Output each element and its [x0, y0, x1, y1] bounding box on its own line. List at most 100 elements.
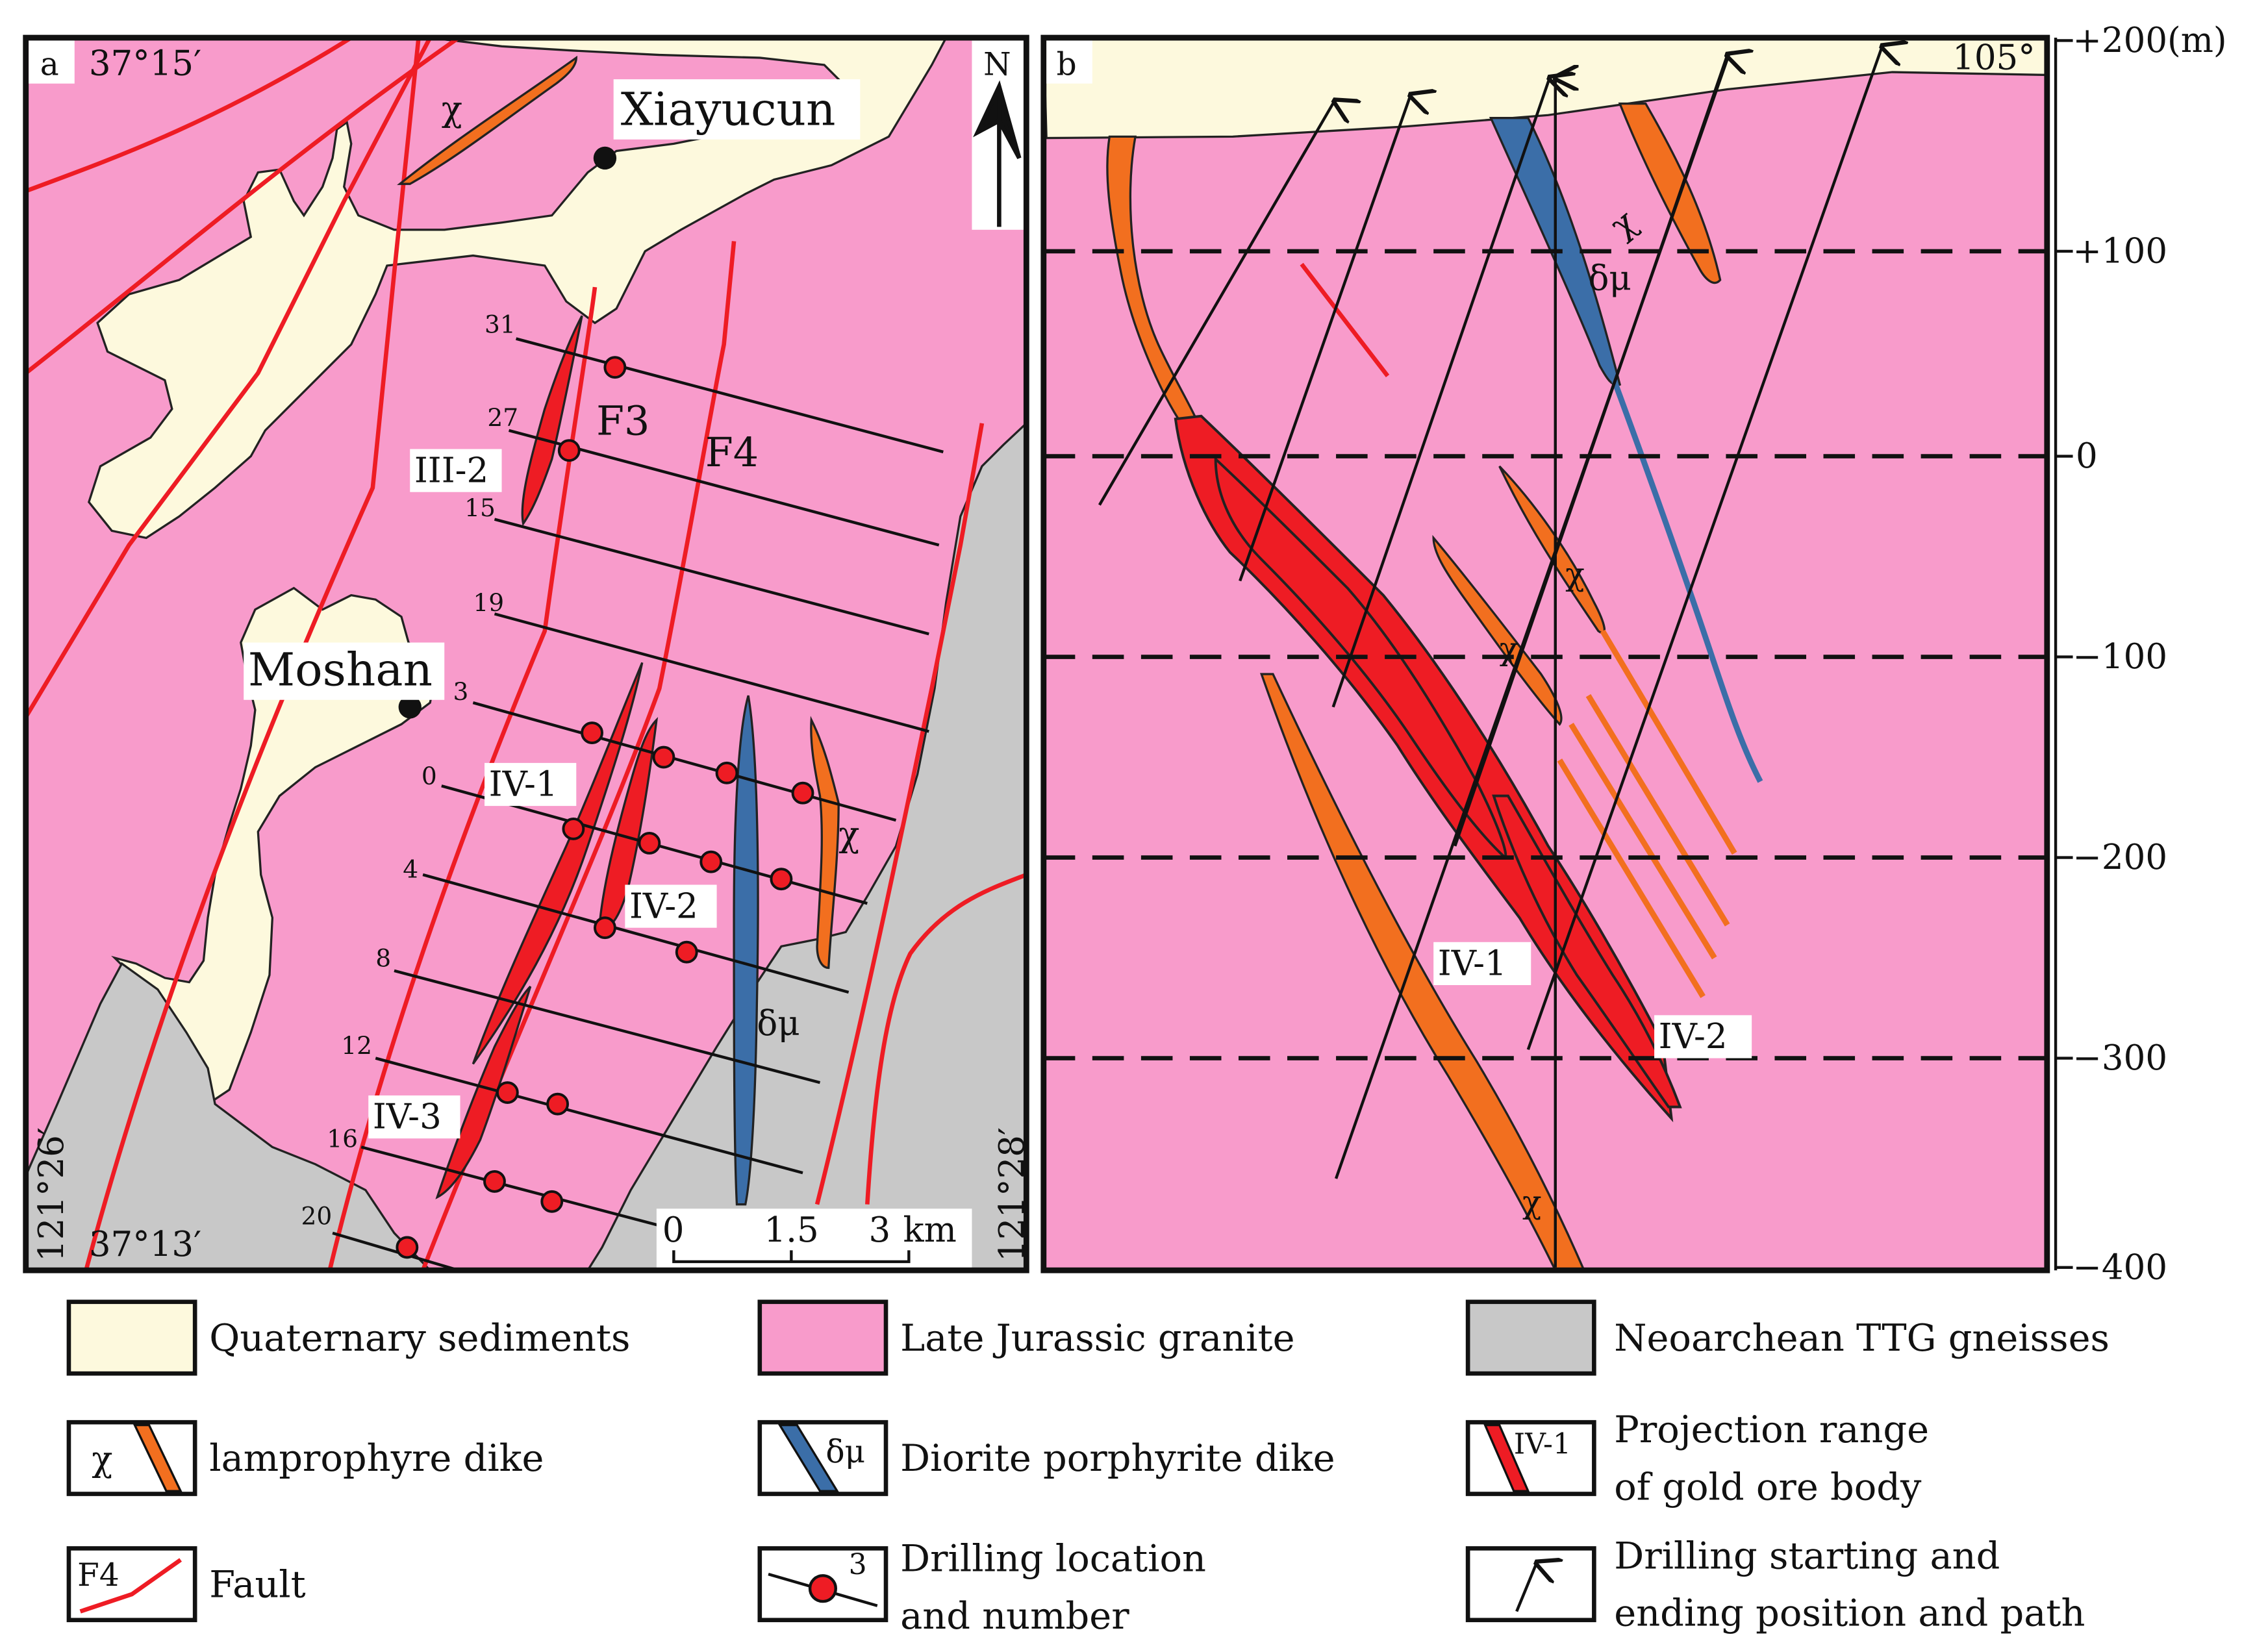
place-label-xiayucun: Xiayucun [621, 82, 836, 136]
lamprophyre-symbol: χ [1565, 557, 1584, 593]
lamprophyre-dike [397, 55, 577, 185]
lamprophyre-symbol: χ [1522, 1184, 1541, 1221]
panel-a-map [25, 38, 1027, 1271]
legend-symbol: χ [92, 1440, 112, 1479]
scale-bar-background [656, 1208, 972, 1270]
diorite-symbol: δμ [1589, 259, 1631, 299]
exploration-lines [332, 337, 944, 1271]
section-azimuth: 105° [1952, 38, 2035, 78]
legend-symbol: IV-1 [1514, 1428, 1571, 1461]
legend-granite: Late Jurassic granite [757, 1299, 1295, 1376]
exploration-line-27 [508, 429, 940, 547]
orebody-iii-2 [521, 315, 583, 527]
north-arrow-icon [973, 80, 1022, 227]
diorite-symbol: δμ [757, 1004, 800, 1044]
scale-unit: km [903, 1210, 957, 1250]
legend-quaternary: Quaternary sediments [66, 1299, 630, 1376]
orebody-swatch-icon [1483, 1423, 1530, 1492]
lamprophyre-projection-line [1568, 722, 1717, 960]
north-label: N [983, 46, 1011, 82]
lamprophyre-projection-lines [1557, 629, 1737, 998]
legend-label-line-1: Drilling location [900, 1537, 1206, 1581]
exploration-line-label: 20 [301, 1202, 333, 1231]
fault-label-f3: F3 [596, 397, 649, 444]
north-arrow [972, 40, 1027, 230]
place-label-box [244, 642, 445, 700]
lamprophyre-projection-line [1557, 758, 1706, 998]
latitude-bottom: 37°13′ [89, 1225, 201, 1264]
lamprophyre-dike-section [1618, 102, 1722, 284]
orebody-iv-1 [472, 662, 644, 1065]
drill-path-swatch-icon [1515, 1562, 1537, 1612]
elevation-label-200: +200(m) [2073, 21, 2227, 60]
drill-hole [770, 868, 793, 891]
legend-label-line-1: Projection range [1614, 1408, 1929, 1451]
orebody-label-box [1654, 1015, 1752, 1058]
scale-bar-line [672, 1250, 911, 1264]
panel-b-frame [1040, 34, 2050, 1273]
legend-fault: F4 Fault [66, 1546, 306, 1623]
panel-a-labels: a 37°15′ 37°13′ 121°26′ 121°28′ N Xiayuc… [29, 40, 1032, 1264]
drill-hole [791, 781, 814, 805]
fault-line [814, 423, 985, 1205]
drill-swatch-icon [808, 1574, 837, 1603]
orebody-label-iv-1: IV-1 [489, 765, 558, 805]
drill-path [1334, 54, 1730, 1179]
drill-hole [546, 1092, 570, 1116]
panel-b-section [1043, 38, 2047, 1271]
drill-hole [593, 916, 616, 940]
exploration-line-15 [494, 518, 929, 636]
town-marker-xiayucun [593, 146, 617, 170]
scale-tick-0: 0 [662, 1210, 685, 1250]
lamprophyre-dike-section [1259, 673, 1585, 1271]
drill-hole [557, 439, 581, 462]
exploration-line-label: 3 [453, 677, 468, 706]
panel-b-labels: b 105° χ δμ χ χ χ IV-1 IV-2 [1046, 38, 2035, 1221]
scale-bar [656, 1208, 972, 1270]
lamprophyre-swatch-icon [132, 1423, 183, 1492]
lamprophyre-symbol: χ [838, 815, 859, 855]
exploration-line-label: 12 [341, 1031, 372, 1060]
exploration-line-4 [422, 873, 850, 994]
panel-letter-box [1046, 40, 1092, 84]
drill-hole [699, 850, 723, 873]
drill-paths [1098, 46, 1882, 1268]
diorite-porphyrite-dike [733, 695, 759, 1206]
drill-path [1239, 95, 1411, 582]
elevation-lines [1043, 249, 2047, 1060]
exploration-line-label: 4 [403, 855, 418, 883]
orebody-label-iv-2: IV-2 [629, 886, 698, 926]
legend-label-line-1: Drilling starting and [1614, 1534, 2000, 1577]
drill-path [1526, 46, 1882, 1051]
lamprophyre-dike-section [1498, 465, 1606, 634]
legend-label: Fault [209, 1562, 305, 1606]
panel-a-frame [23, 34, 1029, 1273]
exploration-line-19 [494, 612, 929, 733]
lamprophyre-projection-line [1585, 694, 1730, 927]
elevation-label-minus-300: −300 [2073, 1038, 2167, 1078]
longitude-left: 121°26′ [32, 1127, 71, 1262]
elevation-label-100: +100 [2073, 232, 2167, 271]
legend-swatch [1465, 1546, 1596, 1623]
drill-hole [603, 356, 627, 379]
exploration-line-label: 19 [473, 588, 504, 617]
exploration-line-label: 0 [422, 762, 437, 790]
fault-line [25, 38, 353, 194]
legend: Quaternary sediments Late Jurassic grani… [66, 1299, 2110, 1638]
legend-label: Late Jurassic granite [900, 1316, 1294, 1360]
exploration-line-12 [375, 1057, 803, 1175]
fault-label-f4: F4 [705, 429, 759, 476]
exploration-line-16 [360, 1145, 688, 1234]
drill-hole [540, 1190, 564, 1213]
orebody-label-iii-2: III-2 [414, 451, 488, 490]
legend-label: Neoarchean TTG gneisses [1614, 1316, 2110, 1360]
drill-hole [562, 817, 585, 840]
fault-line [25, 38, 433, 718]
fault-line [84, 38, 421, 1271]
exploration-line-3 [472, 701, 897, 822]
legend-symbol: 3 [849, 1548, 867, 1581]
exploration-line-label: 27 [487, 403, 518, 432]
orebody-label-box [625, 884, 717, 928]
